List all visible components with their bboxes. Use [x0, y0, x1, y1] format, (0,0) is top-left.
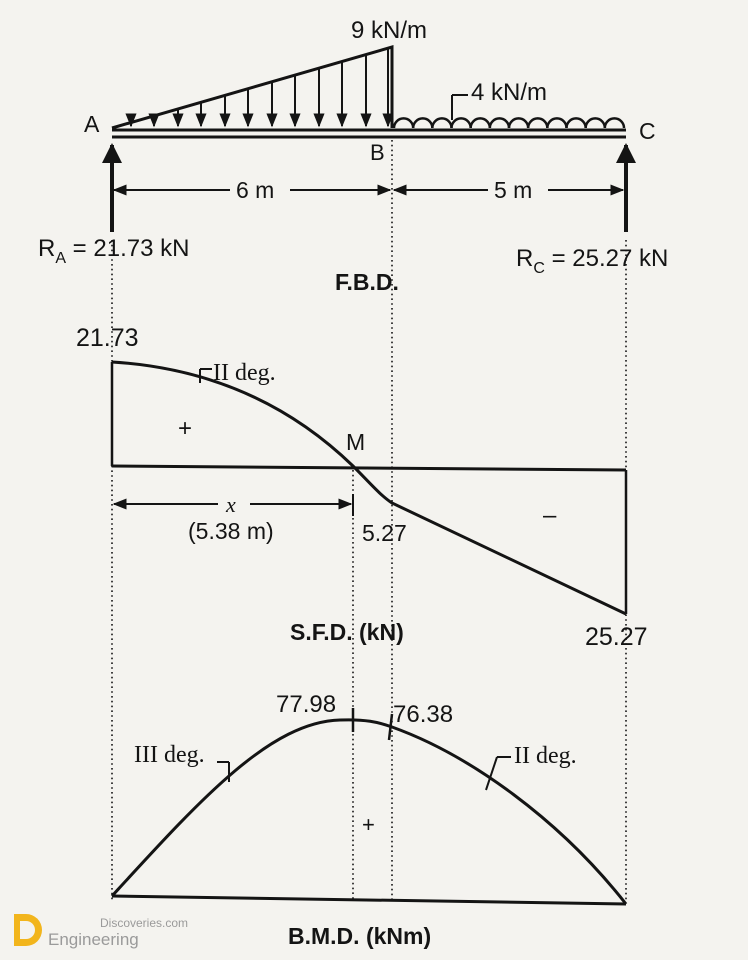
triangular-load-label: 9 kN/m: [351, 17, 427, 44]
sfd-baseline: [111, 464, 627, 472]
bmd-b-tick: [387, 713, 394, 741]
udl-loop-11: [584, 117, 607, 129]
point-c-label: C: [639, 118, 656, 144]
udl-loop-7: [507, 117, 530, 129]
logo-line2: Engineering: [48, 930, 139, 949]
span-ab-label: 6 m: [236, 177, 274, 203]
sfd-title: S.F.D. (kN): [290, 619, 404, 645]
udl-loop-6: [488, 117, 511, 129]
udl-loop-4: [450, 117, 472, 129]
bmd-value-b: 76.38: [393, 701, 453, 728]
bending-moment-diagram: 77.98 76.38 III deg. II deg. + B.M.D. (k…: [110, 691, 628, 949]
reaction-a-label: RA = 21.73 kN: [38, 235, 189, 267]
udl-loop-8: [526, 117, 549, 129]
reaction-c-label: RC = 25.27 kN: [516, 245, 668, 277]
udl-loop-10: [565, 117, 587, 129]
sfd-curve: [111, 360, 627, 616]
udl-loop-9: [546, 117, 568, 129]
bmd-plus-sign: +: [362, 812, 375, 837]
uniform-load-label: 4 kN/m: [471, 79, 547, 106]
udl-loop-1: [392, 117, 415, 129]
bmd-title: B.M.D. (kNm): [288, 923, 431, 949]
sfd-minus-sign: –: [543, 502, 557, 529]
point-m-label: M: [346, 429, 365, 455]
site-logo: Discoveries.com Engineering: [14, 914, 188, 949]
shear-force-diagram: 21.73 II deg. + – M x (5.38 m) 5.27 25.2…: [76, 324, 648, 651]
reaction-a-subscript: A: [55, 250, 66, 267]
bmd-right-leader: [485, 756, 498, 791]
reaction-a-symbol: R: [38, 235, 55, 262]
sfd-plus-sign: +: [178, 415, 192, 442]
point-b-label: B: [370, 140, 385, 165]
x-symbol: x: [225, 492, 236, 517]
sfd-value-c: 25.27: [585, 623, 648, 651]
bmd-left-label: III deg.: [134, 742, 205, 768]
span-bc-label: 5 m: [494, 177, 532, 203]
udl-loop-2: [411, 117, 434, 129]
logo-mark-cutout: [20, 921, 35, 939]
point-a-label: A: [84, 111, 100, 137]
udl-loop-3: [431, 117, 453, 129]
reaction-c-subscript: C: [533, 260, 545, 277]
free-body-diagram: 9 kN/m 4 kN/m A B C 6 m 5 m RA = 21.73 k…: [38, 17, 668, 295]
fbd-title: F.B.D.: [335, 269, 399, 295]
triangular-load-outline: [111, 45, 394, 130]
triangular-load-arrows: [125, 48, 394, 128]
logo-line1: Discoveries.com: [100, 916, 188, 930]
udl-loop-12: [603, 117, 626, 129]
reaction-c-value: = 25.27 kN: [545, 245, 668, 272]
reaction-a-value: = 21.73 kN: [66, 235, 189, 262]
x-value-label: (5.38 m): [188, 518, 274, 544]
sfd-curve-label: II deg.: [213, 360, 276, 386]
bmd-baseline: [111, 894, 627, 906]
reaction-c-symbol: R: [516, 245, 533, 272]
udl-loop-5: [469, 117, 492, 129]
sfd-value-b: 5.27: [362, 520, 407, 546]
bmd-right-label: II deg.: [514, 743, 577, 769]
uniform-load-loops: [392, 117, 626, 129]
bmd-max-value: 77.98: [276, 691, 336, 718]
sfd-value-a: 21.73: [76, 324, 139, 352]
bmd-curve: [110, 718, 628, 905]
